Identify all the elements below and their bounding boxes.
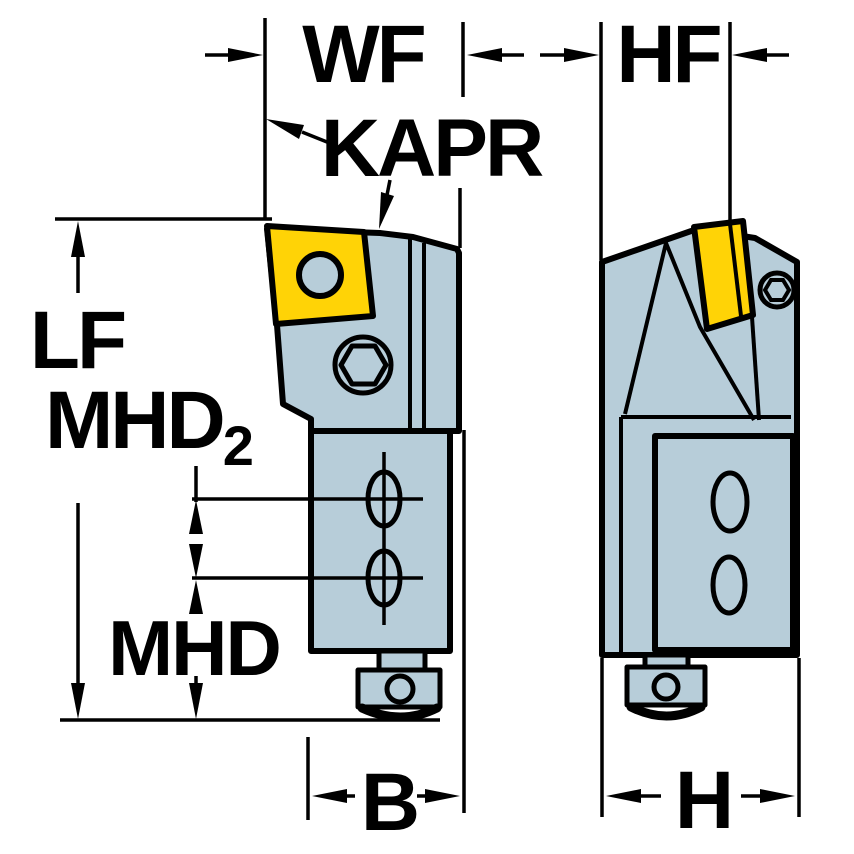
kapr-arrow-to-edge-tail <box>385 179 392 196</box>
h-arrow-left <box>606 789 641 803</box>
hf-label: HF <box>616 9 720 100</box>
lf-label: LF <box>30 295 125 386</box>
insert-pocket-edge-lines <box>623 236 756 422</box>
side-view <box>599 218 800 721</box>
b-arrow-right <box>425 789 460 803</box>
mhd2-arrow-down <box>189 544 203 578</box>
wf-label: WF <box>302 9 424 100</box>
kapr-arrow-to-line-tail <box>301 130 333 146</box>
lf-arrow-up <box>71 221 85 257</box>
side-mount-screw-bottom-arc <box>626 702 706 721</box>
kapr-arrow-to-line <box>266 119 304 139</box>
mhd2-arrow-up <box>189 500 203 534</box>
dimension-lines <box>55 18 801 820</box>
front-mount-screw-bottom-arc <box>357 703 442 722</box>
kapr-label: KAPR <box>321 103 543 194</box>
side-clamp-screw-hex-socket <box>762 278 792 302</box>
mhd2-label: MHD2 <box>45 375 254 477</box>
side-mount-hole-lower <box>710 554 748 616</box>
dimension-labels: WF HF KAPR LF MHD2 MHD B H <box>30 9 734 848</box>
side-front-block <box>652 433 796 653</box>
mhd2-label-subscript: 2 <box>223 414 254 477</box>
hf-arrow-left <box>564 48 599 62</box>
side-insert-fold-line <box>728 223 743 317</box>
mhd-arrow-up <box>189 580 203 614</box>
mhd-arrow-down <box>189 683 203 719</box>
front-mount-screw-neck <box>376 648 428 673</box>
b-arrow-left <box>312 789 347 803</box>
mhd2-label-base: MHD <box>45 375 223 466</box>
hf-arrow-right <box>732 48 767 62</box>
side-insert <box>691 218 756 332</box>
front-insert-hole <box>296 251 344 299</box>
side-mount-hole-upper <box>710 470 750 534</box>
insert-seat-edge-line <box>750 316 761 421</box>
front-mount-screw-hole <box>384 673 416 705</box>
kapr-arrow-to-edge <box>379 192 394 229</box>
front-clamp-screw-hex-socket <box>338 343 389 387</box>
lf-arrow-down <box>71 683 85 719</box>
wf-arrow-right <box>467 48 502 62</box>
front-shank-body <box>308 428 453 654</box>
mhd-label: MHD <box>108 604 280 692</box>
front-view <box>192 223 462 722</box>
h-label: H <box>675 755 731 846</box>
side-mount-screw-hole <box>651 672 681 702</box>
h-arrow-right <box>760 789 795 803</box>
b-label: B <box>361 757 417 848</box>
wf-arrow-left <box>228 48 263 62</box>
